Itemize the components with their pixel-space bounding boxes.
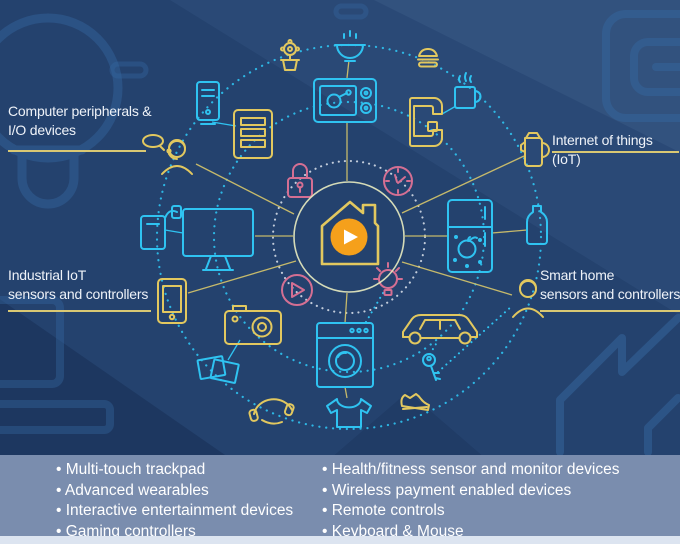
microwave-icon	[313, 78, 377, 123]
headphones-icon	[248, 398, 295, 425]
list-item: Health/fitness sensor and monitor device…	[322, 460, 620, 481]
lightbulb-icon	[373, 262, 403, 296]
flower-pot-icon	[280, 39, 300, 71]
milk-bottle-icon	[526, 205, 548, 245]
diagram-canvas	[0, 3, 680, 455]
underline-industrial-iot	[8, 310, 151, 312]
list-item: Keyboard & Mouse	[322, 522, 620, 543]
house-outline-icon	[320, 200, 380, 266]
list-item: Advanced wearables	[56, 481, 293, 502]
camera-icon	[224, 305, 282, 345]
list-item: Multi-touch trackpad	[56, 460, 293, 481]
clock-icon	[383, 166, 413, 196]
connector-lines	[164, 59, 528, 399]
inner-dotted-ring	[271, 159, 427, 315]
label-smart-home: Smart home sensors and controllers	[540, 267, 680, 303]
soup-bowl-icon	[334, 30, 366, 62]
desktop-monitor-icon	[182, 208, 254, 271]
e-reader-tablet-icon	[233, 109, 273, 159]
washing-machine-icon	[316, 322, 374, 388]
coffee-mug-icon	[454, 72, 482, 109]
list-item: Wireless payment enabled devices	[322, 481, 620, 502]
play-icon	[344, 229, 358, 245]
bg-arrow-outline	[556, 314, 680, 455]
underline-computer-peripherals	[8, 150, 146, 152]
kettle-icon	[520, 132, 550, 167]
label-computer-peripherals: Computer peripherals & I/O devices	[8, 103, 152, 139]
burger-icon	[417, 48, 439, 68]
list-item: Remote controls	[322, 501, 620, 522]
bottom-legend: Multi-touch trackpad Advanced wearables …	[0, 455, 680, 540]
underline-iot	[552, 151, 679, 153]
car-icon	[402, 314, 478, 345]
underline-smart-home	[540, 310, 680, 312]
play-button-icon	[281, 274, 313, 306]
t-shirt-icon	[326, 398, 372, 428]
sneaker-icon	[400, 393, 430, 411]
bottom-strip	[0, 536, 680, 544]
key-icon	[422, 353, 441, 381]
legend-left-list: Multi-touch trackpad Advanced wearables …	[56, 460, 293, 542]
smart-fridge-icon	[447, 199, 493, 273]
play-overlay-button[interactable]	[330, 218, 368, 256]
legend-right-list: Health/fitness sensor and monitor device…	[322, 460, 620, 542]
list-item: Interactive entertainment devices	[56, 501, 293, 522]
padlock-icon	[287, 163, 313, 198]
smartphone-icon	[157, 278, 187, 324]
computer-tower-icon	[196, 81, 220, 125]
label-industrial-iot: Industrial IoT sensors and controllers	[8, 267, 149, 303]
photo-prints-icon	[196, 355, 240, 384]
tablet-with-phone-icon	[140, 205, 182, 250]
support-agent-person-icon	[142, 134, 193, 175]
person-icon	[512, 279, 544, 318]
label-iot: Internet of things (IoT)	[552, 132, 653, 168]
coffee-machine-icon	[409, 97, 443, 147]
bg-rect-outlines	[0, 3, 369, 434]
list-item: Gaming controllers	[56, 522, 293, 543]
bg-maze-outline	[602, 10, 680, 122]
smart-home-hub	[293, 181, 405, 293]
